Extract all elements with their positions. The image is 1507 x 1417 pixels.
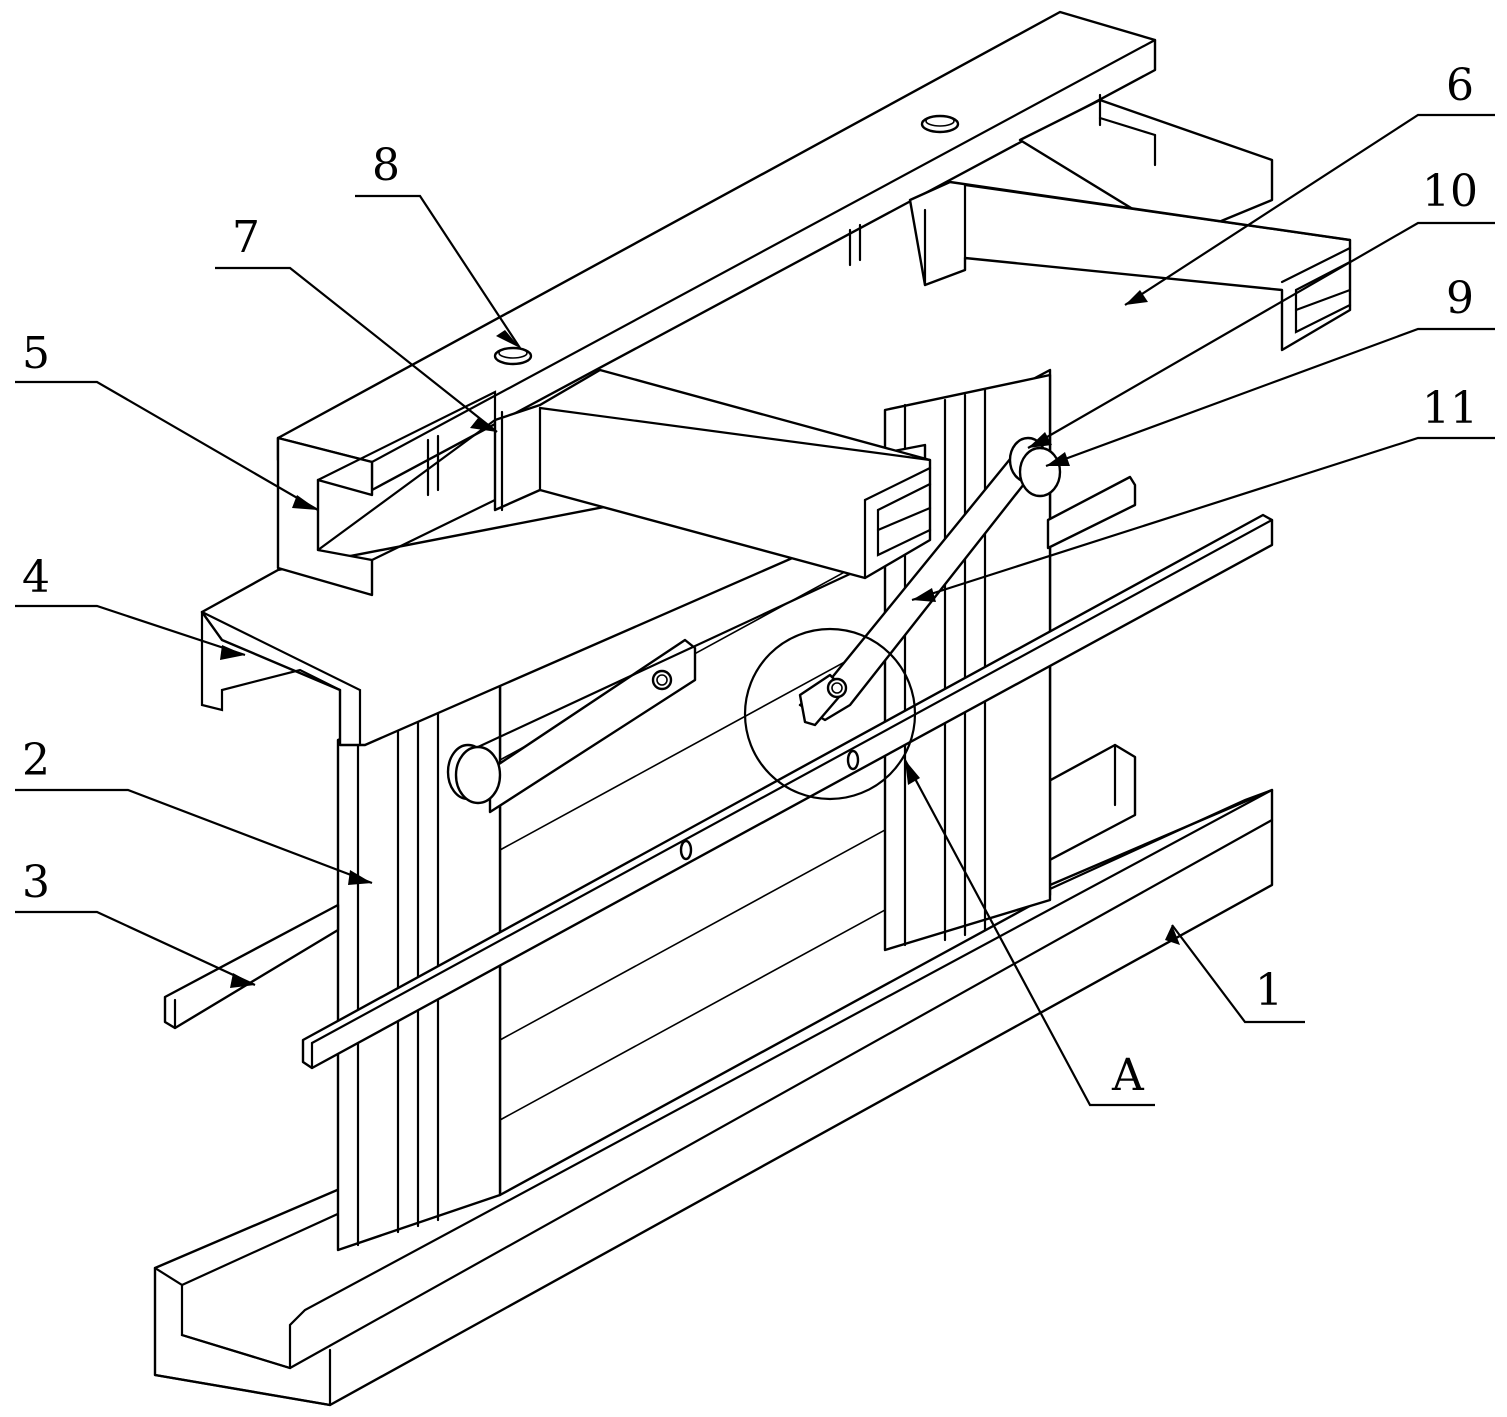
callout-8: 8 bbox=[372, 140, 400, 191]
callout-4: 4 bbox=[22, 552, 50, 603]
callout-10: 10 bbox=[1422, 166, 1478, 217]
callout-A: A bbox=[1111, 1050, 1145, 1101]
callout-1: 1 bbox=[1255, 965, 1283, 1016]
callout-6: 6 bbox=[1446, 60, 1474, 111]
callout-9: 9 bbox=[1446, 273, 1474, 324]
lower-guide-rod bbox=[165, 905, 338, 1028]
callout-7: 7 bbox=[232, 212, 260, 263]
rear-upper-rail bbox=[1048, 477, 1135, 548]
callout-3: 3 bbox=[22, 857, 50, 908]
callout-11: 11 bbox=[1422, 383, 1478, 434]
callout-2: 2 bbox=[22, 735, 50, 786]
callout-5: 5 bbox=[22, 328, 50, 379]
